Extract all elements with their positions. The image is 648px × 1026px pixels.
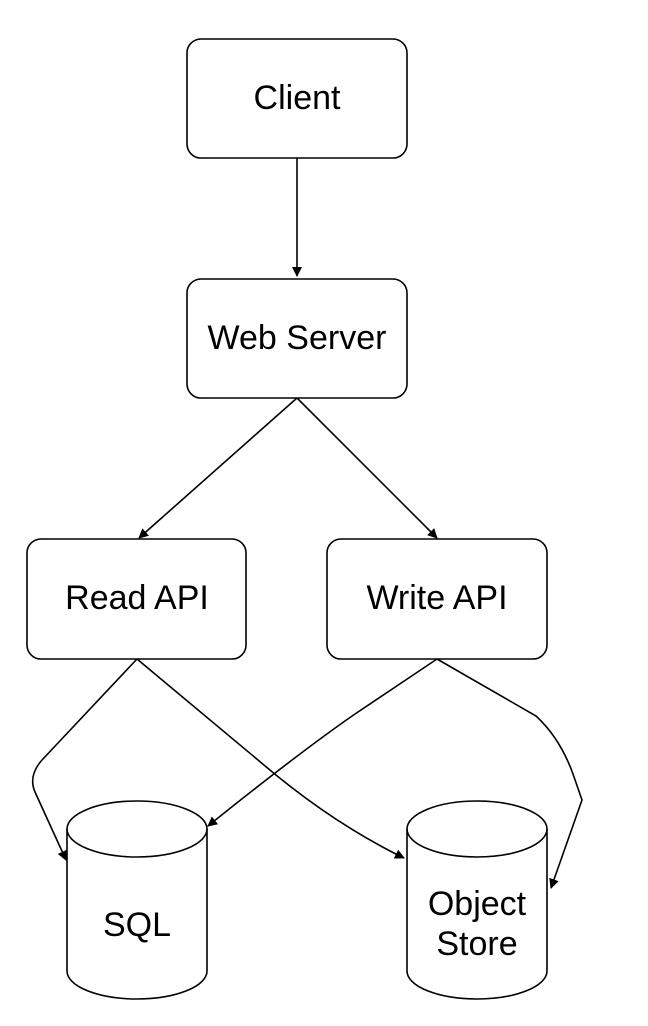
sql-label: SQL [103,906,171,944]
read-api-label: Read API [65,579,209,617]
edge-write-api-to-object-store [436,658,583,889]
object-store-cylinder-top-rim [406,828,548,858]
sql-cylinder-top-rim [66,828,208,858]
web-server-node: Web Server [186,278,408,399]
client-label: Client [254,79,341,117]
read-api-node: Read API [26,538,247,660]
write-api-box [326,538,548,660]
write-api-node: Write API [326,538,548,660]
client-box [186,38,408,159]
edge-read-api-to-sql [31,658,138,861]
client-node: Client [186,38,408,159]
write-api-label: Write API [366,579,507,617]
object-store-label-line2: Store [436,925,517,963]
read-api-box [26,538,247,660]
edge-web-server-to-write-api [296,397,438,539]
web-server-label: Web Server [208,319,387,357]
object-store-database-icon [406,800,548,1000]
sql-database-node: SQL [66,800,208,1000]
object-store-label-line1: Object [428,885,527,923]
object-store-node: Object Store [406,800,548,1000]
edge-write-api-to-sql [207,658,438,827]
edge-web-server-to-read-api [138,397,298,539]
sql-database-icon [66,800,208,1000]
web-server-box [186,278,408,399]
edge-read-api-to-object-store [136,658,405,859]
